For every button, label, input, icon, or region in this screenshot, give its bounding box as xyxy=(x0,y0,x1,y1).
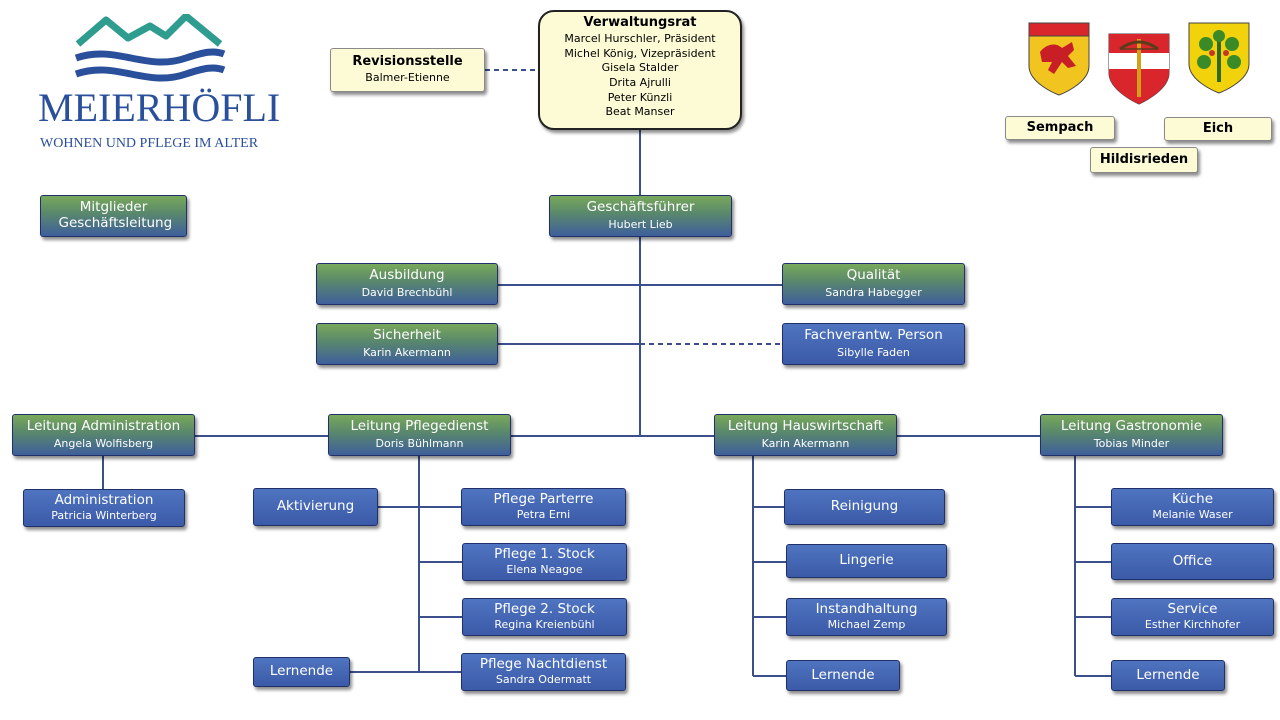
aktivierung-box: Aktivierung xyxy=(253,488,378,526)
box-title: Küche xyxy=(1171,490,1214,507)
box-title: Lernende xyxy=(1136,666,1200,683)
box-name: Melanie Waser xyxy=(1152,508,1233,522)
logo-tagline: WOHNEN UND PFLEGE IM ALTER xyxy=(40,136,259,151)
ausbildung-box: Ausbildung David Brechbühl xyxy=(316,263,498,305)
box-title: Fachverantw. Person xyxy=(804,327,943,344)
municipality-eich: Eich xyxy=(1164,117,1272,141)
box-title: Lernende xyxy=(811,666,875,683)
meierhoefli-logo: MEIERHÖFLI WOHNEN UND PFLEGE IM ALTER xyxy=(36,12,280,164)
box-name: Sandra Odermatt xyxy=(495,673,592,687)
logo-waves-icon xyxy=(74,12,226,82)
audit-box: Revisionsstelle Balmer-Etienne xyxy=(330,48,485,92)
board-member: Beat Manser xyxy=(605,105,675,119)
sicherheit-box: Sicherheit Karin Akermann xyxy=(316,323,498,365)
leitung-pflegedienst-box: Leitung Pflegedienst Doris Bühlmann xyxy=(328,414,511,456)
box-title: Leitung Pflegedienst xyxy=(350,418,489,435)
office-box: Office xyxy=(1111,543,1274,580)
box-title: Lernende xyxy=(269,663,334,680)
municipality-sempach: Sempach xyxy=(1005,116,1115,140)
qualitaet-box: Qualität Sandra Habegger xyxy=(782,263,965,305)
box-name: David Brechbühl xyxy=(361,285,453,299)
board-title: Verwaltungsrat xyxy=(583,15,697,30)
box-title: Pflege Parterre xyxy=(493,490,594,507)
administration-unit-box: Administration Patricia Winterberg xyxy=(23,489,185,527)
leitung-hauswirtschaft-box: Leitung Hauswirtschaft Karin Akermann xyxy=(714,414,897,456)
box-name: Esther Kirchhofer xyxy=(1144,618,1241,632)
box-name: Regina Kreienbühl xyxy=(494,618,595,632)
hw-lernende-box: Lernende xyxy=(786,660,900,691)
box-title: Leitung Hauswirtschaft xyxy=(727,418,884,435)
box-title: Ausbildung xyxy=(369,267,445,284)
logo-wordmark: MEIERHÖFLI xyxy=(38,85,281,130)
box-name: Karin Akermann xyxy=(761,436,850,450)
box-title: Leitung Administration xyxy=(26,418,181,435)
lingerie-box: Lingerie xyxy=(786,544,947,578)
box-title: Lingerie xyxy=(839,552,894,569)
pflege-1-stock-box: Pflege 1. Stock Elena Neagoe xyxy=(462,543,627,581)
box-name: Angela Wolfisberg xyxy=(53,436,154,450)
box-title: Qualität xyxy=(846,267,901,284)
audit-name: Balmer-Etienne xyxy=(365,71,450,85)
box-name: Petra Erni xyxy=(516,508,571,522)
pflege-parterre-box: Pflege Parterre Petra Erni xyxy=(461,488,626,526)
gastro-lernende-box: Lernende xyxy=(1111,660,1225,691)
box-title: Aktivierung xyxy=(276,498,355,515)
pflege-lernende-box: Lernende xyxy=(253,657,350,687)
ceo-box: Geschäftsführer Hubert Lieb xyxy=(549,195,732,237)
box-name: Patricia Winterberg xyxy=(51,509,157,523)
service-box: Service Esther Kirchhofer xyxy=(1111,598,1274,636)
hildisrieden-crest-icon xyxy=(1108,33,1170,105)
sempach-crest-icon xyxy=(1028,22,1090,96)
board-member: Marcel Hurschler, Präsident xyxy=(564,31,716,45)
box-title: Office xyxy=(1172,552,1213,569)
audit-title: Revisionsstelle xyxy=(352,54,463,70)
board-member: Michel König, Vizepräsident xyxy=(564,46,716,60)
board-member: Gisela Stalder xyxy=(601,61,679,75)
eich-crest-icon xyxy=(1188,22,1250,94)
board-member: Drita Ajrulli xyxy=(609,75,671,89)
pflege-2-stock-box: Pflege 2. Stock Regina Kreienbühl xyxy=(462,598,627,636)
box-title: Reinigung xyxy=(830,498,899,515)
box-title: Administration xyxy=(54,491,154,508)
ceo-title: Geschäftsführer xyxy=(586,199,695,216)
box-title: Pflege Nachtdienst xyxy=(479,655,608,672)
box-name: Tobias Minder xyxy=(1093,436,1170,450)
leitung-administration-box: Leitung Administration Angela Wolfisberg xyxy=(12,414,195,456)
box-name: Sandra Habegger xyxy=(825,285,922,299)
box-title: Pflege 2. Stock xyxy=(494,600,595,617)
fachverantw-box: Fachverantw. Person Sibylle Faden xyxy=(782,323,965,365)
municipality-label: Sempach xyxy=(1026,119,1094,135)
box-name: Michael Zemp xyxy=(827,618,906,632)
board-box: Verwaltungsrat Marcel Hurschler, Präside… xyxy=(538,10,742,130)
management-legend-label: Mitglieder Geschäftsleitung xyxy=(58,199,173,231)
box-title: Leitung Gastronomie xyxy=(1060,418,1203,435)
kueche-box: Küche Melanie Waser xyxy=(1111,488,1274,526)
box-name: Sibylle Faden xyxy=(837,345,910,359)
leitung-gastronomie-box: Leitung Gastronomie Tobias Minder xyxy=(1040,414,1223,456)
box-name: Doris Bühlmann xyxy=(375,436,464,450)
instandhaltung-box: Instandhaltung Michael Zemp xyxy=(786,598,947,636)
box-name: Elena Neagoe xyxy=(506,563,583,577)
ceo-name: Hubert Lieb xyxy=(608,217,673,231)
reinigung-box: Reinigung xyxy=(784,489,945,525)
box-title: Instandhaltung xyxy=(815,600,918,617)
box-title: Pflege 1. Stock xyxy=(494,545,595,562)
management-legend-box: Mitglieder Geschäftsleitung xyxy=(40,195,187,237)
board-member: Peter Künzli xyxy=(607,90,673,104)
municipality-label: Eich xyxy=(1202,120,1234,136)
pflege-nachtdienst-box: Pflege Nachtdienst Sandra Odermatt xyxy=(461,653,626,691)
box-title: Service xyxy=(1167,600,1218,617)
municipality-label: Hildisrieden xyxy=(1099,151,1189,167)
municipality-hildisrieden: Hildisrieden xyxy=(1090,147,1198,173)
box-name: Karin Akermann xyxy=(363,345,451,359)
box-title: Sicherheit xyxy=(373,327,441,344)
